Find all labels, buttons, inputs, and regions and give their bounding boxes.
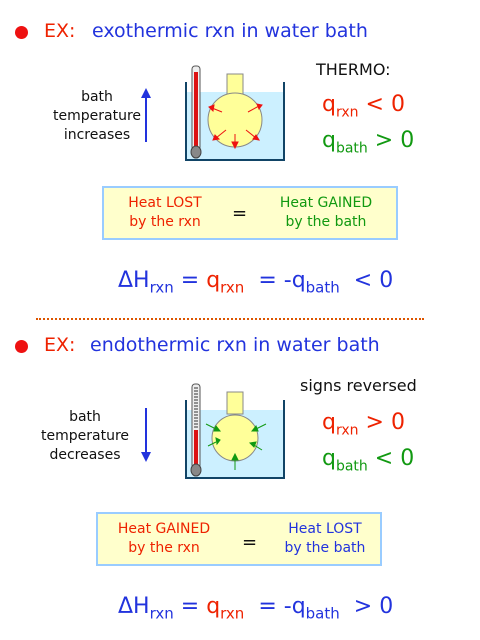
box-left-text: Heat GAINED by the rxn (117, 521, 211, 556)
box-equals: = (232, 203, 248, 224)
heat-in-arrows (205, 423, 267, 470)
arrow-down-icon (141, 408, 151, 462)
arrow-up-icon (141, 88, 151, 142)
heat-balance-box: Heat GAINED by the rxn = Heat LOST by th… (96, 512, 382, 566)
bath-temperature-note: bath temperature increases (53, 89, 141, 143)
q-bath-sign: qbath < 0 (322, 446, 415, 475)
bullet-icon (15, 340, 28, 353)
heat-balance-box: Heat LOST by the rxn = Heat GAINED by th… (102, 186, 398, 240)
enthalpy-equation: ΔHrxn = qrxn = -qbath < 0 (118, 268, 394, 297)
water-bath-diagram (185, 383, 285, 479)
water-bath-diagram (185, 65, 285, 161)
thermo-label: THERMO: (316, 60, 391, 79)
ex-label: EX: (44, 334, 76, 356)
box-right-text: Heat GAINED by the bath (279, 195, 373, 230)
bath-temperature-note: bath temperature decreases (41, 409, 129, 463)
section-title: endothermic rxn in water bath (90, 334, 380, 356)
ex-label: EX: (44, 20, 76, 42)
box-right-text: Heat LOST by the bath (284, 521, 366, 556)
section-title: exothermic rxn in water bath (92, 20, 368, 42)
enthalpy-equation: ΔHrxn = qrxn = -qbath > 0 (118, 594, 394, 623)
beaker (185, 82, 285, 161)
q-bath-sign: qbath > 0 (322, 128, 415, 157)
heat-out-arrows (208, 103, 263, 150)
section-divider (36, 318, 424, 320)
signs-reversed-label: signs reversed (300, 376, 417, 395)
q-rxn-sign: qrxn < 0 (322, 92, 405, 121)
bullet-icon (15, 26, 28, 39)
box-equals: = (242, 532, 258, 553)
q-rxn-sign: qrxn > 0 (322, 410, 405, 439)
box-left-text: Heat LOST by the rxn (128, 195, 202, 230)
beaker (185, 400, 285, 479)
